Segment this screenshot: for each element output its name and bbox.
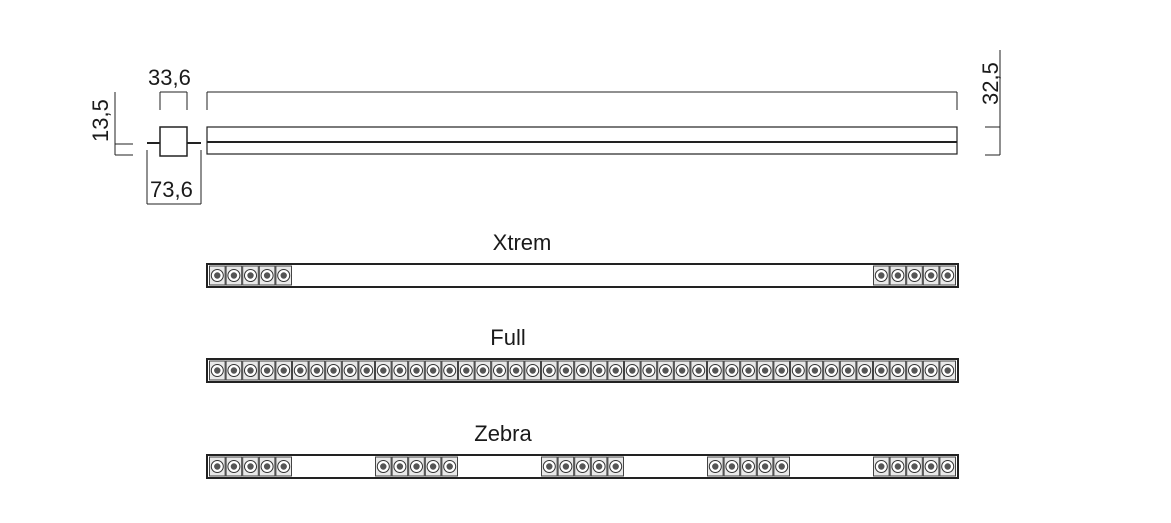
led-diode-icon xyxy=(878,463,885,470)
profile-box xyxy=(159,126,188,157)
led-diode-icon xyxy=(861,367,868,374)
variant-title-zebra: Zebra xyxy=(474,421,532,446)
bar-zebra-leds xyxy=(209,456,957,477)
led-diode-icon xyxy=(413,463,420,470)
led-diode-icon xyxy=(894,463,902,470)
led-diode-icon xyxy=(396,463,404,470)
led-diode-icon xyxy=(811,367,819,374)
led-diode-icon xyxy=(844,367,852,374)
led-diode-icon xyxy=(280,463,287,470)
led-diode-icon xyxy=(662,367,669,374)
led-diode-icon xyxy=(695,367,702,374)
led-diode-icon xyxy=(230,463,238,470)
led-diode-icon xyxy=(595,367,603,374)
led-diode-icon xyxy=(728,463,736,470)
bar-xtrem-frame xyxy=(206,263,959,288)
cross-section-view: 13,5 33,6 73,6 xyxy=(88,65,202,205)
led-diode-icon xyxy=(413,367,420,374)
led-diode-icon xyxy=(363,367,370,374)
led-diode-icon xyxy=(230,367,238,374)
dim-label-32-5: 32,5 xyxy=(978,62,1003,105)
led-diode-icon xyxy=(728,367,736,374)
led-diode-icon xyxy=(778,463,785,470)
led-diode-icon xyxy=(313,367,321,374)
variant-xtrem: Xtrem xyxy=(206,230,959,288)
variant-title-full: Full xyxy=(490,325,525,350)
led-diode-icon xyxy=(479,367,487,374)
led-diode-icon xyxy=(380,367,387,374)
led-diode-icon xyxy=(795,367,802,374)
bar-full-leds xyxy=(209,360,957,381)
led-diode-icon xyxy=(529,367,536,374)
variant-zebra: Zebra xyxy=(206,421,959,479)
led-diode-icon xyxy=(214,272,221,279)
led-diode-icon xyxy=(612,463,619,470)
led-diode-icon xyxy=(878,272,885,279)
led-diode-icon xyxy=(878,367,885,374)
profile-body xyxy=(206,126,958,155)
led-diode-icon xyxy=(712,367,719,374)
led-diode-icon xyxy=(745,463,752,470)
bar-xtrem-leds xyxy=(209,265,957,286)
led-diode-icon xyxy=(645,367,653,374)
led-diode-icon xyxy=(247,272,254,279)
led-diode-icon xyxy=(546,367,553,374)
led-diode-icon xyxy=(745,367,752,374)
led-diode-icon xyxy=(761,463,769,470)
led-diode-icon xyxy=(330,367,337,374)
led-diode-icon xyxy=(247,463,254,470)
led-diode-icon xyxy=(512,367,520,374)
dim-label-13-5: 13,5 xyxy=(88,99,113,142)
led-diode-icon xyxy=(463,367,470,374)
led-diode-icon xyxy=(595,463,603,470)
led-diode-icon xyxy=(247,367,254,374)
led-diode-icon xyxy=(911,367,918,374)
led-diode-icon xyxy=(927,367,935,374)
led-diode-icon xyxy=(346,367,354,374)
led-diode-icon xyxy=(230,272,238,279)
led-diode-icon xyxy=(562,463,570,470)
variant-full: Full xyxy=(206,325,959,383)
dim-label-33-6: 33,6 xyxy=(148,65,191,90)
led-diode-icon xyxy=(446,367,453,374)
led-diode-icon xyxy=(280,367,287,374)
led-diode-icon xyxy=(396,367,404,374)
led-diode-icon xyxy=(927,272,935,279)
led-diode-icon xyxy=(894,367,902,374)
led-diode-icon xyxy=(263,367,271,374)
led-diode-icon xyxy=(446,463,453,470)
led-diode-icon xyxy=(612,367,619,374)
led-diode-icon xyxy=(778,367,785,374)
led-diode-icon xyxy=(214,367,221,374)
led-diode-icon xyxy=(263,272,271,279)
led-diode-icon xyxy=(380,463,387,470)
led-diode-icon xyxy=(429,367,437,374)
variant-title-xtrem: Xtrem xyxy=(493,230,552,255)
profile-view: 32,5 xyxy=(206,50,1003,156)
led-diode-icon xyxy=(214,463,221,470)
led-diode-icon xyxy=(944,367,951,374)
led-diode-icon xyxy=(828,367,835,374)
led-diode-icon xyxy=(496,367,503,374)
led-diode-icon xyxy=(944,272,951,279)
led-diode-icon xyxy=(297,367,304,374)
led-diode-icon xyxy=(911,272,918,279)
led-diode-icon xyxy=(894,272,902,279)
led-diode-icon xyxy=(761,367,769,374)
led-diode-icon xyxy=(280,272,287,279)
led-diode-icon xyxy=(546,463,553,470)
led-diode-icon xyxy=(579,463,586,470)
led-diode-icon xyxy=(712,463,719,470)
led-diode-icon xyxy=(927,463,935,470)
led-diode-icon xyxy=(944,463,951,470)
led-diode-icon xyxy=(678,367,686,374)
led-diode-icon xyxy=(629,367,636,374)
led-diode-icon xyxy=(429,463,437,470)
led-diode-icon xyxy=(562,367,570,374)
dim-label-73-6: 73,6 xyxy=(150,177,193,202)
led-diode-icon xyxy=(579,367,586,374)
led-diode-icon xyxy=(911,463,918,470)
led-diode-icon xyxy=(263,463,271,470)
